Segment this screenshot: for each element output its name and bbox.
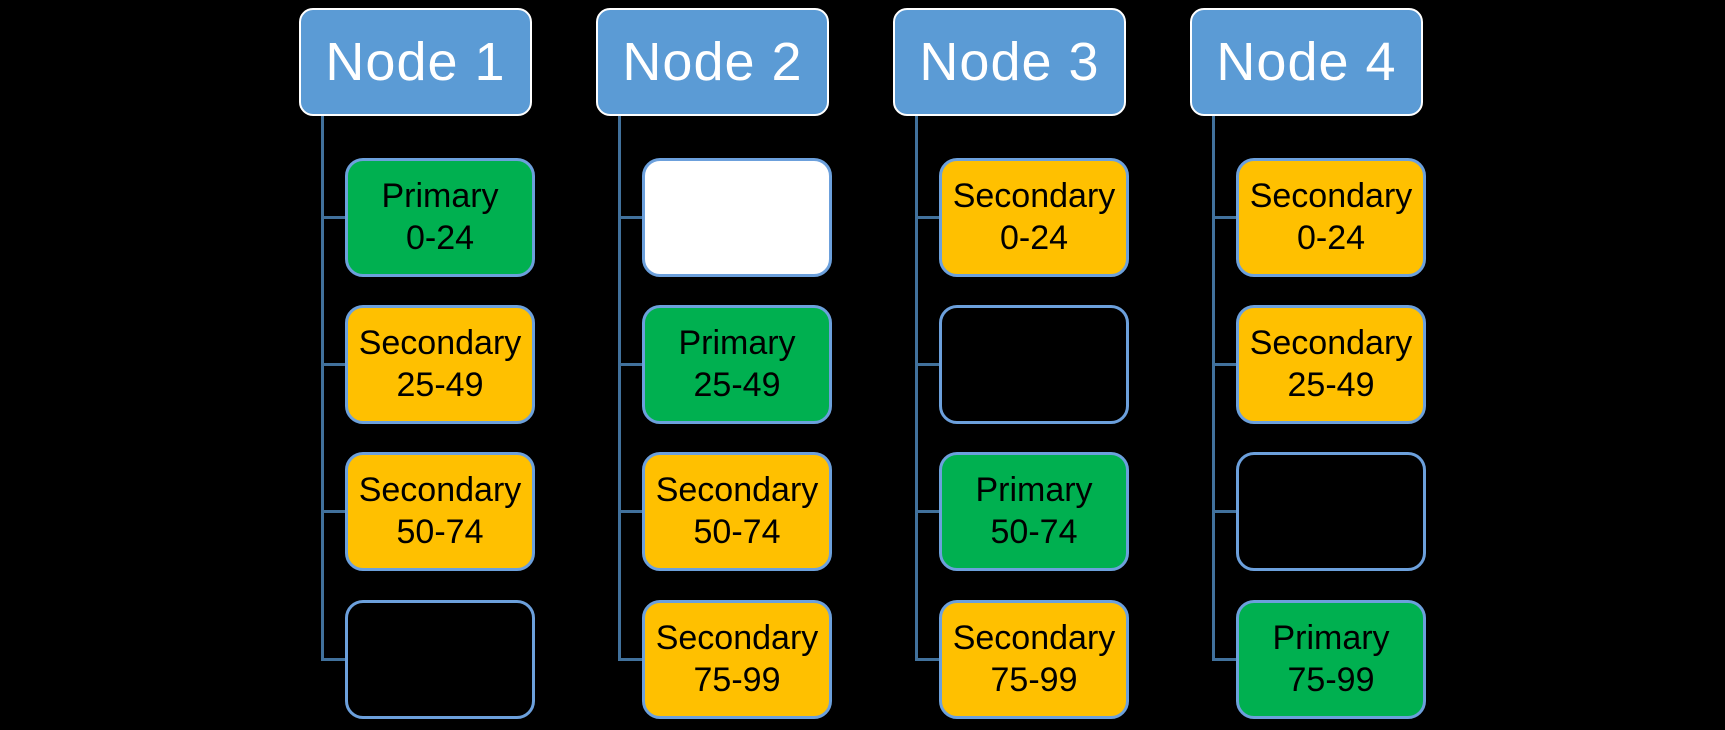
- node-2-trunk-connector: [618, 116, 621, 661]
- shard-range-label: 50-74: [990, 512, 1078, 551]
- shard-range-label: 75-99: [1287, 660, 1375, 699]
- shard-role-label: Primary: [975, 471, 1093, 510]
- node-4-trunk-connector: [1212, 116, 1215, 661]
- node-1-elbow-connector-3: [321, 510, 345, 513]
- node-1-elbow-connector-1: [321, 216, 345, 219]
- shard-role-label: Primary: [381, 177, 499, 216]
- shard-range-label: 75-99: [990, 660, 1078, 699]
- node-3-shard-2-empty: [939, 305, 1129, 424]
- node-4-elbow-connector-3: [1212, 510, 1236, 513]
- shard-role-label: Secondary: [1249, 324, 1413, 363]
- shard-range-label: 25-49: [1287, 365, 1375, 404]
- node-4-shard-3-empty: [1236, 452, 1426, 571]
- node-3-header: Node 3: [893, 8, 1126, 116]
- shard-role-label: Secondary: [952, 619, 1116, 658]
- node-4-header: Node 4: [1190, 8, 1423, 116]
- node-2-elbow-connector-4: [618, 658, 642, 661]
- node-4-elbow-connector-2: [1212, 363, 1236, 366]
- node-3-elbow-connector-3: [915, 510, 939, 513]
- node-3-trunk-connector: [915, 116, 918, 661]
- shard-range-label: 0-24: [405, 218, 475, 257]
- node-1-elbow-connector-2: [321, 363, 345, 366]
- node-4-elbow-connector-1: [1212, 216, 1236, 219]
- shard-range-label: 75-99: [693, 660, 781, 699]
- shard-role-label: Secondary: [952, 177, 1116, 216]
- node-2-elbow-connector-3: [618, 510, 642, 513]
- shard-range-label: 25-49: [693, 365, 781, 404]
- node-1-trunk-connector: [321, 116, 324, 661]
- node-4-elbow-connector-4: [1212, 658, 1236, 661]
- shard-role-label: Primary: [1272, 619, 1390, 658]
- node-2-header: Node 2: [596, 8, 829, 116]
- shard-range-label: 25-49: [396, 365, 484, 404]
- shard-range-label: 0-24: [1296, 218, 1366, 257]
- node-1-elbow-connector-4: [321, 658, 345, 661]
- shard-role-label: Primary: [678, 324, 796, 363]
- node-1-header: Node 1: [299, 8, 532, 116]
- shard-range-label: 50-74: [396, 512, 484, 551]
- node-2-elbow-connector-2: [618, 363, 642, 366]
- shard-role-label: Secondary: [358, 471, 522, 510]
- shard-role-label: Secondary: [655, 471, 819, 510]
- node-3-elbow-connector-2: [915, 363, 939, 366]
- node-2-shard-1-empty: [642, 158, 832, 277]
- node-3-elbow-connector-4: [915, 658, 939, 661]
- shard-range-label: 0-24: [999, 218, 1069, 257]
- shard-role-label: Secondary: [1249, 177, 1413, 216]
- node-3-elbow-connector-1: [915, 216, 939, 219]
- shard-range-label: 50-74: [693, 512, 781, 551]
- node-2-elbow-connector-1: [618, 216, 642, 219]
- shard-role-label: Secondary: [655, 619, 819, 658]
- shard-role-label: Secondary: [358, 324, 522, 363]
- node-1-shard-4-empty: [345, 600, 535, 719]
